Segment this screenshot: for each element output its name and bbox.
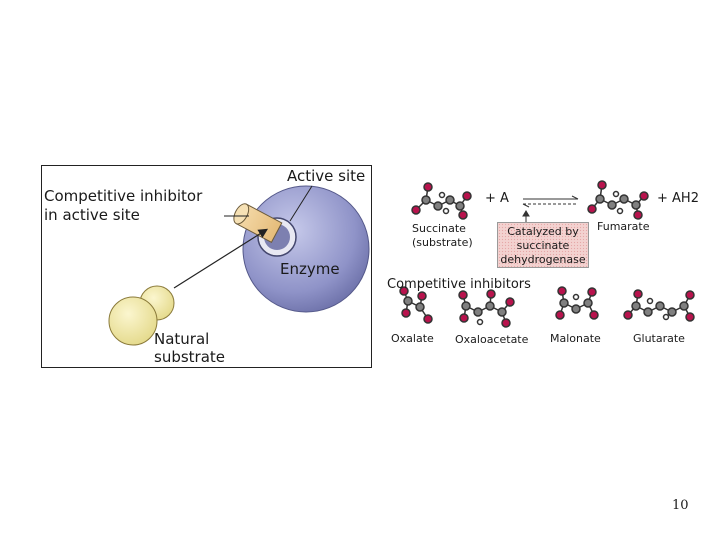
substrate-label-line2: substrate (154, 348, 226, 366)
active-site-pointer-line (289, 185, 313, 222)
reaction-molecules (399, 180, 695, 328)
plus-a-label: + A (485, 191, 509, 206)
enzyme-label: Enzyme (280, 260, 340, 278)
malonate-label: Malonate (550, 332, 601, 345)
oxaloacetate-molecule (458, 289, 515, 328)
oxalate-label: Oxalate (391, 332, 434, 345)
succinate-label: Succinate (412, 222, 466, 235)
page-number: 10 (672, 498, 689, 513)
competitive-inhibitor-shape (233, 203, 283, 244)
glutarate-molecule (623, 289, 695, 322)
catalyst-line3: dehydrogenase (500, 253, 586, 266)
active-site-label: Active site (287, 167, 366, 185)
catalyst-box: Catalyzed by succinate dehydrogenase (497, 222, 589, 268)
catalyst-line1: Catalyzed by (507, 225, 579, 238)
glutarate-label: Glutarate (633, 332, 685, 345)
fumarate-molecule (587, 180, 649, 220)
inhibitor-label-line2: in active site (44, 206, 140, 224)
enzyme-illustration (108, 185, 370, 346)
binding-arrow (173, 228, 269, 289)
malonate-molecule (555, 286, 599, 320)
succinate-molecule (411, 182, 472, 220)
plus-ah2-label: + AH2 (657, 191, 699, 206)
equilibrium-arrows (522, 195, 579, 225)
inhibitor-label-line1: Competitive inhibitor (44, 187, 203, 205)
catalyst-line2: succinate (516, 239, 570, 252)
inhibitors-heading: Competitive inhibitors (387, 277, 531, 292)
fumarate-label: Fumarate (597, 220, 650, 233)
substrate-lobe-large (108, 296, 158, 346)
enzyme-inhibition-figure: Active site Competitive inhibitor in act… (41, 165, 372, 368)
oxaloacetate-label: Oxaloacetate (455, 333, 529, 346)
substrate-tag-label: (substrate) (412, 236, 473, 249)
substrate-label-line1: Natural (154, 330, 210, 348)
oxalate-molecule (399, 286, 433, 324)
